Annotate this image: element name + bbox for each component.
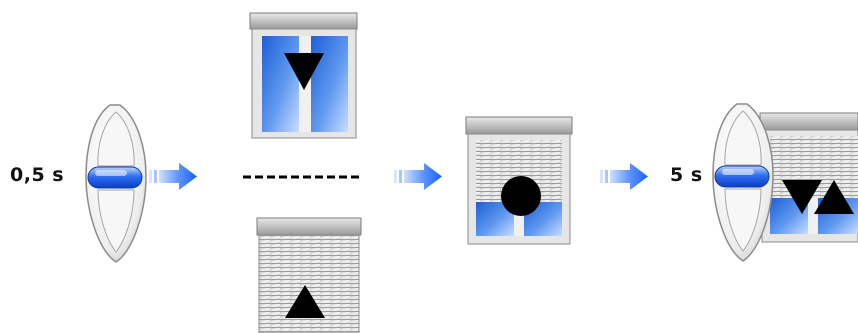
short-press-duration-label: 0,5 s [10,164,65,186]
right-arrow-icon [394,163,442,190]
long-press-duration-label: 5 s [670,164,703,186]
down-triangle-icon [782,180,822,214]
remote-control-icon [712,103,774,262]
window-open-icon [249,12,358,139]
stop-circle-icon [501,176,541,216]
right-arrow-icon [149,163,197,190]
down-triangle-icon [284,53,324,90]
shutter-half-icon [465,116,573,245]
up-triangle-icon [285,285,325,318]
remote-control-icon [85,104,147,263]
shutter-half-icon [759,112,858,243]
shutter-closed-icon [256,217,362,333]
right-arrow-icon [600,163,648,190]
up-triangle-icon [814,180,854,214]
